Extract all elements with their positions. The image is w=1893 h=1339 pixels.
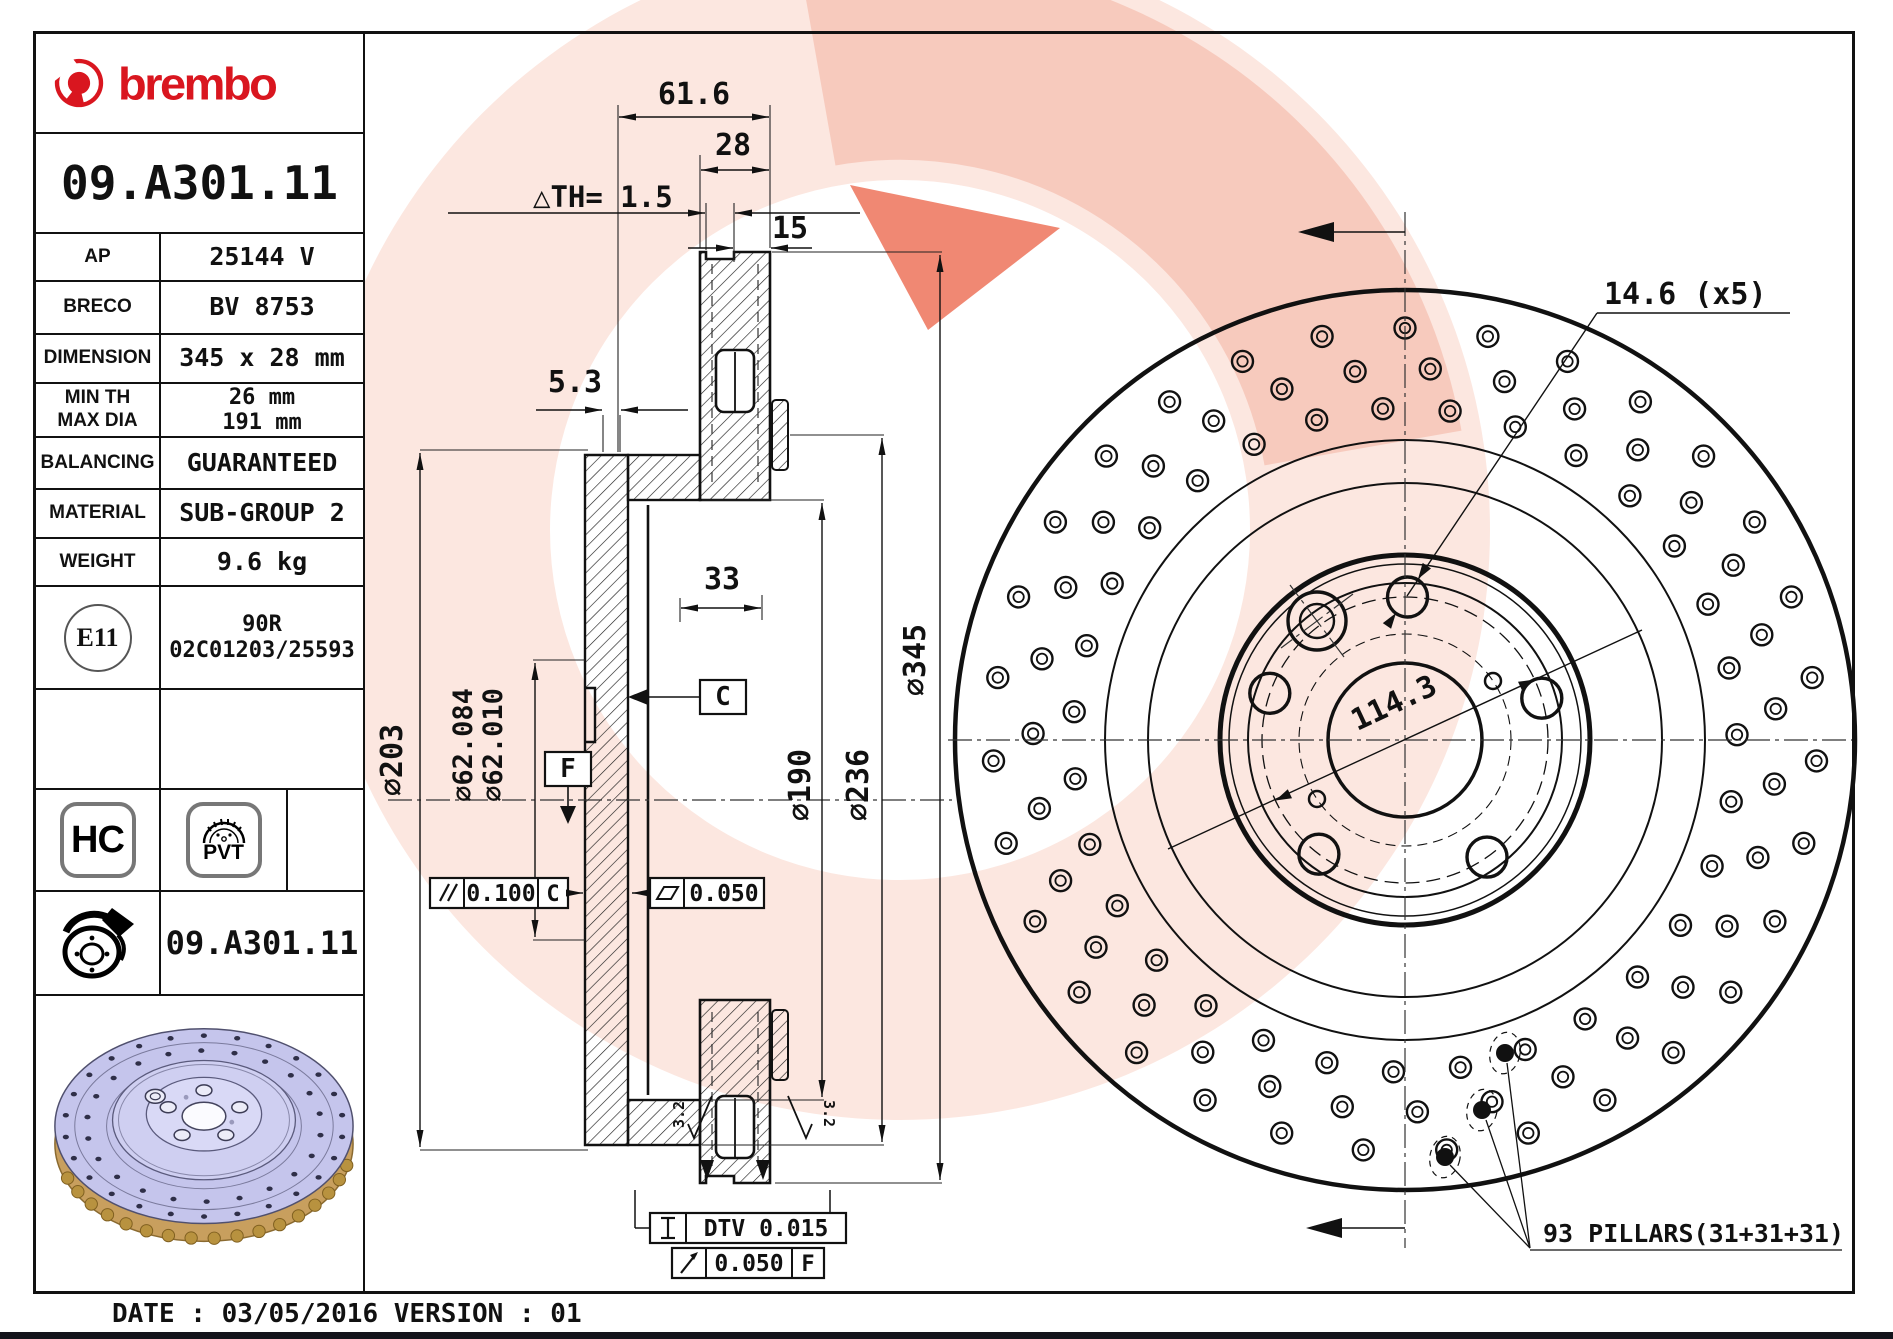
tol-runout-box: 0.050 F	[670, 1246, 826, 1280]
section-web-top	[626, 453, 702, 502]
dim-inner-width: 33	[704, 562, 740, 597]
pvt-badge: PVT	[185, 802, 262, 878]
section-view: 61.6 28 △TH= 1.5 15 5.3 33 ∅203 ∅62.084 …	[375, 77, 952, 1280]
approval-line1: 90R	[242, 612, 282, 638]
spec-row-weight: WEIGHT 9.6 kg	[36, 539, 363, 587]
dim-disc-thickness: 28	[715, 128, 751, 163]
pvt-disc-icon	[202, 818, 245, 844]
brand-wordmark: brembo	[118, 57, 278, 109]
section-cut-arrows	[1298, 222, 1405, 1238]
section-hat-plate	[583, 453, 630, 1147]
dim-total-width: 61.6	[658, 77, 730, 112]
svg-text:0.100: 0.100	[466, 881, 535, 907]
roughness-left: 3.2	[670, 1095, 713, 1141]
svg-text:F: F	[801, 1252, 814, 1277]
svg-text:DTV 0.015: DTV 0.015	[704, 1216, 829, 1242]
dia-bore-max: ∅62.084	[448, 688, 479, 802]
spec-row-approval: E11 90R 02C01203/25593	[36, 587, 363, 690]
svg-text:0.050: 0.050	[714, 1251, 783, 1277]
spec-row-minth-maxdia: MIN TH MAX DIA 26 mm 191 mm	[36, 384, 363, 438]
brand-header: brembo	[36, 34, 363, 134]
spec-value: 25144 V	[209, 241, 315, 271]
approval-line2: 02C01203/25593	[169, 637, 355, 663]
spec-label: AP	[84, 245, 111, 267]
tol-parallel-box: 0.100 C	[428, 876, 583, 910]
dim-wear-limit: △TH= 1.5	[533, 180, 673, 214]
bolt-hole-dim: 14.6 (x5)	[1382, 277, 1790, 629]
spec-row-empty	[36, 690, 363, 790]
spec-row-material: MATERIAL SUB-GROUP 2	[36, 490, 363, 539]
drill-holes	[981, 316, 1829, 1162]
locating-hole	[1280, 584, 1354, 658]
datum-c-box	[698, 678, 748, 716]
datum-f-box	[543, 750, 593, 788]
svg-text:C: C	[546, 882, 559, 907]
spec-row-badges: HC PVT	[36, 790, 363, 892]
disc-render-cell	[36, 996, 363, 1292]
spec-row-breco: BRECO BV 8753	[36, 282, 363, 335]
section-pad-top	[771, 399, 789, 471]
dim-pad-band: 15	[772, 211, 808, 246]
svg-text:0.050: 0.050	[689, 881, 758, 907]
footer-part-number: 09.A301.11	[165, 923, 359, 962]
section-pad-bottom	[771, 1009, 789, 1081]
dia-hat: ∅203	[375, 724, 410, 796]
watermark-red-wedge	[850, 185, 1060, 330]
e11-badge: E11	[63, 603, 132, 672]
datum-c-label: C	[715, 682, 731, 712]
section-ring-bottom	[698, 998, 772, 1185]
spec-row-balancing: BALANCING GUARANTEED	[36, 438, 363, 490]
svg-text:14.6 (x5): 14.6 (x5)	[1604, 277, 1767, 312]
front-view: 14.6 (x5) 114.3 93 PILL	[948, 212, 1860, 1251]
dia-outer: ∅345	[898, 624, 933, 696]
hc-badge: HC	[59, 802, 136, 878]
roughness-right: 3.2	[787, 1095, 838, 1141]
spec-row-ap: AP 25144 V	[36, 234, 363, 282]
brembo-logo-icon	[50, 56, 104, 108]
dia-bore-min: ∅62.010	[478, 688, 509, 802]
tol-dtv-box: DTV 0.015	[634, 1190, 848, 1245]
pillars-callout: 93 PILLARS(31+31+31)	[1429, 1031, 1844, 1251]
section-web-bottom	[626, 1098, 702, 1147]
spec-panel: brembo 09.A301.11 AP 25144 V BRECO BV 87…	[36, 34, 365, 1291]
disc-caliper-icon	[62, 908, 134, 979]
date-version-note: DATE : 03/05/2016 VERSION : 01	[112, 1299, 582, 1329]
svg-text:3.2: 3.2	[820, 1100, 838, 1127]
spec-row-dimension: DIMENSION 345 x 28 mm	[36, 335, 363, 384]
dim-hat-plate: 5.3	[548, 365, 602, 400]
brembo-watermark	[310, 0, 1490, 1120]
dia-mid: ∅236	[841, 749, 876, 821]
lug-holes	[1248, 575, 1564, 879]
datum-f-label: F	[560, 754, 576, 784]
svg-text:3.2: 3.2	[670, 1101, 688, 1128]
part-number: 09.A301.11	[61, 156, 338, 210]
tol-flat-box: 0.050	[632, 876, 766, 910]
spec-row-part-footer: 09.A301.11	[36, 892, 363, 996]
part-number-header: 09.A301.11	[36, 134, 363, 234]
bottom-bar	[0, 1332, 1893, 1339]
disc-3d-render	[53, 1027, 354, 1245]
dia-inner: ∅190	[783, 749, 818, 821]
svg-text:93 PILLARS(31+31+31): 93 PILLARS(31+31+31)	[1543, 1219, 1844, 1248]
